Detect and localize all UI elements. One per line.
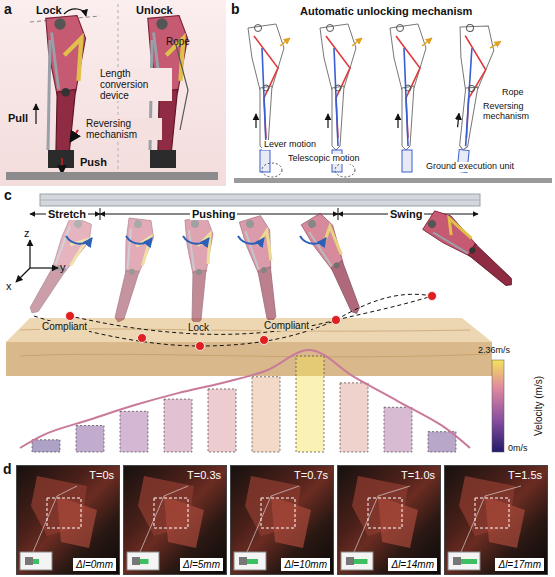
- label-text: Telescopic motion: [286, 154, 362, 164]
- photo-frame: T=1.5sΔl=17mm: [444, 465, 548, 575]
- velocity-bar: [428, 432, 456, 452]
- photo-frame: T=0.7sΔl=10mm: [230, 465, 334, 575]
- panel-letter: a: [4, 2, 12, 17]
- length-readout: Δl=17mm: [495, 558, 544, 571]
- label-text: Reversing mechanism: [481, 102, 551, 122]
- time-stamp: T=0s: [89, 469, 114, 481]
- label-text: Compliant: [40, 321, 89, 332]
- label-text: Compliant: [262, 320, 311, 331]
- label-text: Lock: [36, 4, 62, 16]
- label-text: Automatic unlocking mechanism: [300, 5, 472, 17]
- panel-letter: c: [4, 188, 12, 203]
- time-stamp: T=1.5s: [508, 469, 542, 481]
- length-readout: Δl=10mm: [281, 558, 330, 571]
- label-text: y: [60, 261, 66, 273]
- length-readout: Δl=0mm: [73, 558, 116, 571]
- label-text: Pull: [8, 112, 28, 124]
- velocity-curve: [20, 350, 470, 448]
- velocity-bar: [164, 399, 192, 452]
- length-readout: Δl=5mm: [180, 558, 223, 571]
- photo-frame: T=0.3sΔl=5mm: [123, 465, 227, 575]
- photo-frame: T=1.0sΔl=14mm: [337, 465, 441, 575]
- time-stamp: T=0.7s: [294, 469, 328, 481]
- length-readout: Δl=14mm: [388, 558, 437, 571]
- label-text: Stretch: [46, 208, 88, 220]
- time-stamp: T=0.3s: [187, 469, 221, 481]
- time-stamp: T=1.0s: [401, 469, 435, 481]
- velocity-bar: [296, 356, 324, 452]
- label-text: Reversing mechanism: [84, 118, 162, 140]
- velocity-bar: [120, 411, 148, 452]
- velocity-bar: [252, 377, 280, 452]
- label-text: Rope: [500, 88, 526, 98]
- panel-letter: b: [231, 2, 240, 17]
- panel-letter: d: [3, 462, 12, 477]
- label-text: Ground execution unit: [424, 162, 516, 172]
- velocity-bar: [32, 440, 60, 452]
- label-text: Rope: [166, 36, 190, 47]
- velocity-bar: [76, 426, 104, 452]
- velocity-bar: [384, 407, 412, 452]
- label-text: Pushing: [190, 208, 237, 220]
- label-text: z: [24, 227, 30, 239]
- label-text: Push: [80, 156, 107, 168]
- label-text: Velocity (m/s): [533, 376, 544, 436]
- label-text: Lock: [186, 322, 211, 333]
- label-text: 0m/s: [508, 444, 528, 454]
- label-text: Swing: [388, 208, 424, 220]
- label-text: Unlock: [136, 4, 173, 16]
- photo-frame: T=0sΔl=0mm: [16, 465, 120, 575]
- label-text: 2.36m/s: [478, 346, 510, 356]
- label-text: x: [6, 280, 12, 292]
- label-text: Length conversion device: [98, 68, 172, 101]
- label-text: Lever motion: [262, 140, 318, 150]
- velocity-bar: [208, 389, 236, 452]
- velocity-bar: [340, 383, 368, 452]
